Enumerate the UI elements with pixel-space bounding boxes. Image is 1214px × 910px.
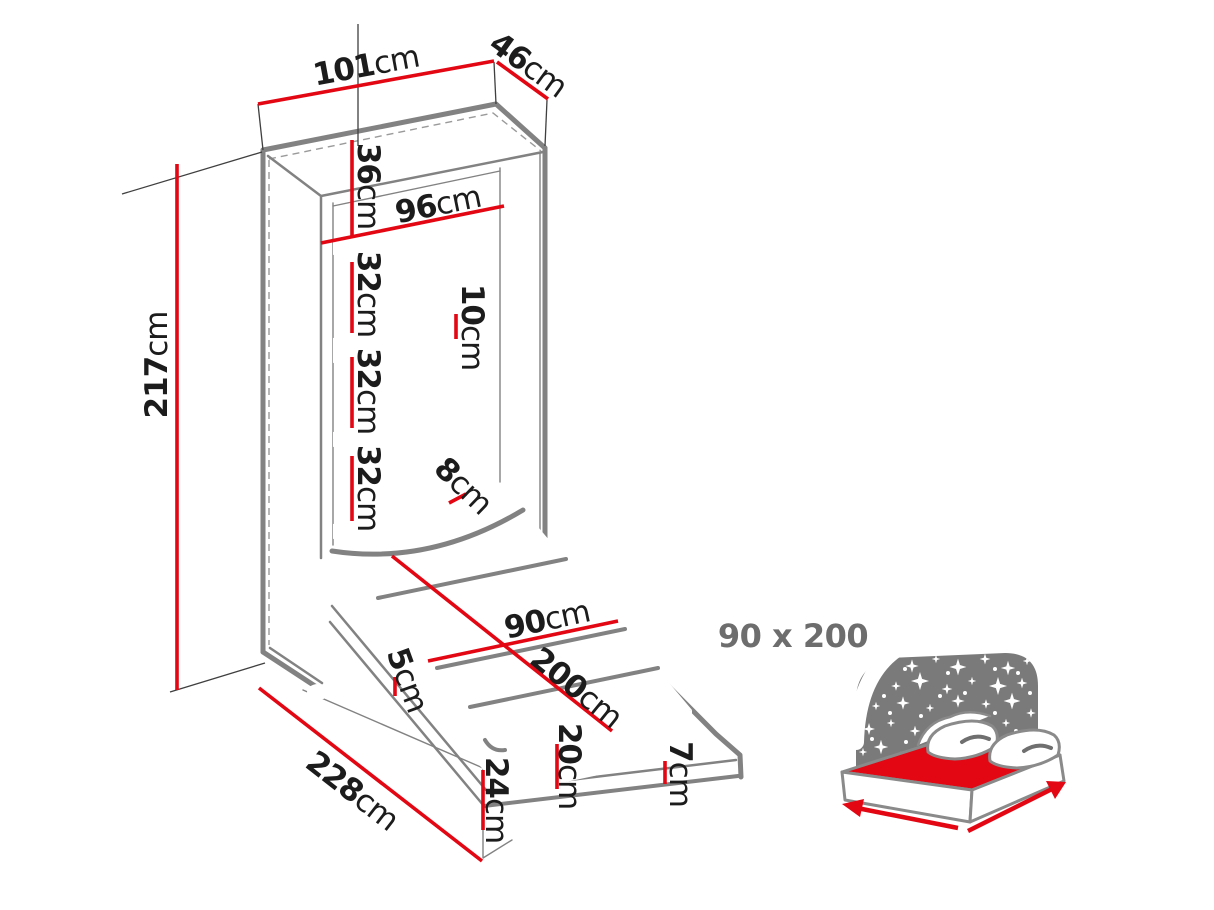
cabinet-feet [307, 684, 409, 718]
cabinet-back-wall [333, 167, 500, 545]
mattress-top-face [332, 509, 692, 750]
mattress-seam-2 [435, 627, 627, 670]
platform-left-edge-2 [328, 620, 486, 808]
cabinet-foot-right [387, 702, 409, 718]
mattress-seam-1 [376, 557, 568, 600]
dim-cabinet-width-line [257, 59, 495, 106]
dim-interior-width-line [320, 204, 505, 245]
shelf-rail-3 [333, 399, 488, 447]
dim-shelf-gap-lower-label: 32cm [350, 445, 386, 531]
base-edge [260, 649, 321, 691]
dim-bracket-line [448, 492, 467, 505]
mattress-foot-corner [483, 738, 507, 753]
dim-cabinet-depth-label: 46cm [482, 25, 573, 105]
platform-left-edge-1 [330, 604, 488, 792]
shelf-rail-1 [333, 207, 488, 255]
dim-frame-height-label: 24cm [478, 757, 514, 843]
dim-mattress-thickness-label: 20cm [551, 723, 587, 809]
length-arrowhead [1046, 781, 1066, 799]
dim-bed-width-label: 90cm [501, 593, 593, 646]
bed-size-badge: 90 x 200 [718, 617, 868, 655]
mattress-foot-face [505, 710, 692, 795]
pillow-right-fold [1022, 743, 1053, 753]
dim-cabinet-depth-line [495, 60, 550, 101]
size-arrows [842, 781, 1066, 834]
dim-top-shelf-gap-label: 36cm [350, 143, 386, 229]
shelf-rail-2 [333, 305, 488, 363]
base-edge-inner [268, 646, 324, 685]
hidden-edge-top [268, 112, 542, 160]
cabinet-top-face [263, 104, 545, 196]
cabinet-foot-left [307, 684, 329, 700]
dim-interior-width-label: 96cm [392, 179, 484, 232]
dim-total-depth-line [257, 686, 484, 863]
dim-panel-thickness-label: 7cm [662, 741, 698, 807]
dim-rail-height-label: 10cm [454, 284, 490, 370]
mattress-left-face [332, 551, 505, 795]
headboard-swoosh [848, 638, 910, 750]
shelf-rail-1-endcap [488, 207, 496, 225]
back-wall-top-edge [332, 170, 501, 207]
bed-size-icon [840, 638, 1066, 834]
platform-bottom-edge [482, 774, 740, 808]
cabinet-left-panel [263, 150, 321, 652]
width-arrowhead [842, 799, 864, 817]
shelf-rail-2-endcap [488, 305, 496, 333]
opening-top-edge [319, 150, 545, 198]
dim-shelf-gap-upper-label: 32cm [350, 251, 386, 337]
dim-shelf-gap-middle-label: 32cm [350, 348, 386, 434]
length-arrow-line [966, 785, 1056, 834]
dim-bed-length-line [390, 554, 614, 733]
width-arrow-line [851, 804, 959, 831]
mattress-seam-3 [468, 666, 660, 709]
dim-bed-width-line [427, 619, 619, 663]
dimension-lines [175, 59, 667, 863]
bed-wireframe [328, 507, 744, 808]
dim-cabinet-height-label: 217cm [139, 312, 175, 419]
shelf-rail-3-endcap [488, 399, 496, 417]
mattress-head-edge [329, 507, 526, 557]
pillow-left-fold [960, 734, 991, 744]
